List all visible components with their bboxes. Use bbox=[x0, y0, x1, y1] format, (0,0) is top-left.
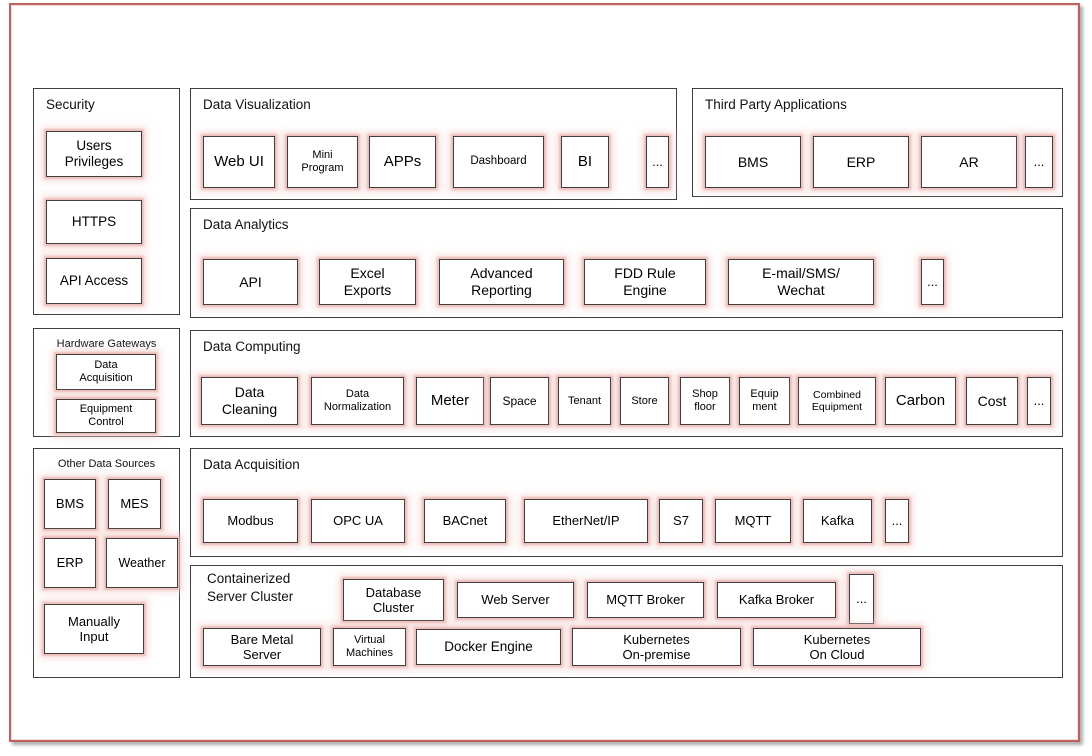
box-kubernetes-on-premise: Kubernetes On-premise bbox=[572, 628, 741, 666]
panel-title-containerized-cluster: Containerized Server Cluster bbox=[207, 571, 294, 604]
box-manually-input: Manually Input bbox=[44, 604, 144, 654]
box-visualization-ellipsis: ... bbox=[646, 136, 669, 188]
box-s7: S7 bbox=[659, 499, 703, 543]
panel-containerized-cluster: Containerized Server Cluster Database Cl… bbox=[190, 565, 1063, 678]
box-erp: ERP bbox=[813, 136, 909, 188]
box-other-erp: ERP bbox=[44, 538, 96, 588]
box-kafka-broker: Kafka Broker bbox=[717, 582, 836, 618]
box-analytics-ellipsis: ... bbox=[921, 259, 944, 305]
box-hw-data-acquisition: Data Acquisition bbox=[56, 354, 156, 390]
box-users-privileges: Users Privileges bbox=[46, 131, 142, 177]
panel-third-party: Third Party Applications BMS ERP AR ... bbox=[692, 88, 1063, 197]
box-cluster-ellipsis: ... bbox=[849, 574, 874, 624]
box-excel-exports: Excel Exports bbox=[319, 259, 416, 305]
box-data-cleaning: Data Cleaning bbox=[201, 377, 298, 425]
box-opc-ua: OPC UA bbox=[311, 499, 405, 543]
panel-data-computing: Data Computing Data Cleaning Data Normal… bbox=[190, 330, 1063, 437]
box-virtual-machines: Virtual Machines bbox=[333, 628, 406, 666]
box-other-bms: BMS bbox=[44, 479, 96, 529]
box-third-party-ellipsis: ... bbox=[1025, 136, 1053, 188]
box-fdd-rule-engine: FDD Rule Engine bbox=[584, 259, 706, 305]
box-kubernetes-on-cloud: Kubernetes On Cloud bbox=[753, 628, 921, 666]
panel-title-third-party: Third Party Applications bbox=[705, 97, 847, 112]
box-shop-floor: Shop floor bbox=[680, 377, 730, 425]
box-other-mes: MES bbox=[108, 479, 161, 529]
panel-other-data-sources: Other Data Sources BMS MES ERP Weather M… bbox=[33, 448, 180, 678]
box-data-normalization: Data Normalization bbox=[311, 377, 404, 425]
box-bare-metal-server: Bare Metal Server bbox=[203, 628, 321, 666]
box-kafka: Kafka bbox=[803, 499, 872, 543]
box-hw-equipment-control: Equipment Control bbox=[56, 399, 156, 433]
box-carbon: Carbon bbox=[885, 377, 956, 425]
box-apps: APPs bbox=[369, 136, 436, 188]
panel-security: Security Users Privileges HTTPS API Acce… bbox=[33, 88, 180, 315]
box-bacnet: BACnet bbox=[424, 499, 506, 543]
box-cost: Cost bbox=[966, 377, 1018, 425]
box-docker-engine: Docker Engine bbox=[416, 629, 561, 665]
panel-data-visualization: Data Visualization Web UI Mini Program A… bbox=[190, 88, 677, 200]
box-mqtt-broker: MQTT Broker bbox=[587, 582, 704, 618]
box-meter: Meter bbox=[416, 377, 484, 425]
box-ethernet-ip: EtherNet/IP bbox=[524, 499, 648, 543]
box-api-access: API Access bbox=[46, 258, 142, 304]
box-https: HTTPS bbox=[46, 200, 142, 244]
panel-title-data-acquisition: Data Acquisition bbox=[203, 457, 300, 472]
panel-title-hardware-gateways: Hardware Gateways bbox=[56, 338, 157, 350]
box-modbus: Modbus bbox=[203, 499, 298, 543]
box-advanced-reporting: Advanced Reporting bbox=[439, 259, 564, 305]
panel-data-acquisition: Data Acquisition Modbus OPC UA BACnet Et… bbox=[190, 448, 1063, 557]
box-computing-ellipsis: ... bbox=[1027, 377, 1051, 425]
box-web-server: Web Server bbox=[457, 582, 574, 618]
box-bms: BMS bbox=[705, 136, 801, 188]
box-database-cluster: Database Cluster bbox=[343, 579, 444, 621]
box-mqtt: MQTT bbox=[715, 499, 791, 543]
box-store: Store bbox=[620, 377, 669, 425]
box-mini-program: Mini Program bbox=[287, 136, 358, 188]
box-email-sms-wechat: E-mail/SMS/ Wechat bbox=[728, 259, 874, 305]
panel-title-data-computing: Data Computing bbox=[203, 339, 301, 354]
box-acquisition-ellipsis: ... bbox=[885, 499, 909, 543]
panel-title-data-analytics: Data Analytics bbox=[203, 217, 289, 232]
box-tenant: Tenant bbox=[558, 377, 611, 425]
panel-title-data-visualization: Data Visualization bbox=[203, 97, 311, 112]
box-web-ui: Web UI bbox=[203, 136, 275, 188]
box-dashboard: Dashboard bbox=[453, 136, 544, 188]
box-api: API bbox=[203, 259, 298, 305]
box-other-weather: Weather bbox=[106, 538, 178, 588]
box-bi: BI bbox=[561, 136, 609, 188]
panel-title-other-data-sources: Other Data Sources bbox=[57, 458, 156, 470]
box-ar: AR bbox=[921, 136, 1017, 188]
box-space: Space bbox=[490, 377, 549, 425]
box-combined-equipment: Combined Equipment bbox=[798, 377, 876, 425]
panel-hardware-gateways: Hardware Gateways Data Acquisition Equip… bbox=[33, 328, 180, 437]
box-equipment: Equip ment bbox=[739, 377, 790, 425]
panel-title-security: Security bbox=[46, 97, 95, 112]
panel-data-analytics: Data Analytics API Excel Exports Advance… bbox=[190, 208, 1063, 318]
